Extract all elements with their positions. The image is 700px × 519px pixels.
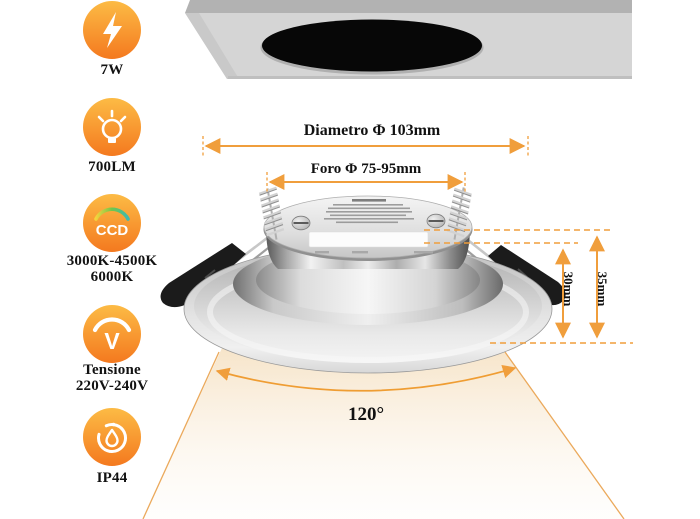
- spec-lumen-label: 700LM: [88, 159, 136, 175]
- spec-cct-label2: 6000K: [90, 269, 134, 285]
- svg-text:CCD: CCD: [96, 222, 129, 239]
- spec-ip-label: IP44: [96, 470, 128, 486]
- cutout-hole: [262, 19, 482, 72]
- white-sticker: [308, 231, 429, 248]
- clip-left: [160, 243, 246, 308]
- spec-power-label: 7W: [100, 62, 124, 78]
- light-beam: [142, 348, 625, 519]
- ceiling-panel: [185, 0, 632, 79]
- lightning-icon: [83, 1, 141, 59]
- waterdrop-icon: [83, 408, 141, 466]
- spec-voltage-label2: 220V-240V: [75, 378, 149, 394]
- spec-voltage-label: Tensione: [83, 362, 141, 378]
- svg-text:V: V: [104, 328, 120, 354]
- inner-height-dim-label: 30mm: [561, 271, 576, 307]
- hole-dim-label: Foro Φ 75-95mm: [310, 161, 422, 177]
- beam-angle-label: 120°: [347, 404, 385, 425]
- bulb-icon: [83, 98, 141, 156]
- spec-sticker-text: [324, 199, 414, 224]
- beam-angle-arc: [215, 364, 517, 392]
- ccd-icon: CCD: [83, 194, 141, 252]
- dimension-lines: [202, 136, 633, 392]
- diameter-dim-label: Diametro Φ 103mm: [303, 122, 441, 139]
- outer-height-dim-label: 35mm: [595, 271, 610, 307]
- spring-right: [446, 187, 472, 240]
- screw-left: [291, 215, 311, 231]
- spec-cct-label: 3000K-4500K: [66, 253, 158, 269]
- voltage-icon: V: [83, 305, 141, 363]
- screw-right: [426, 213, 446, 229]
- clip-right: [488, 245, 566, 306]
- lamp-body: [183, 195, 553, 374]
